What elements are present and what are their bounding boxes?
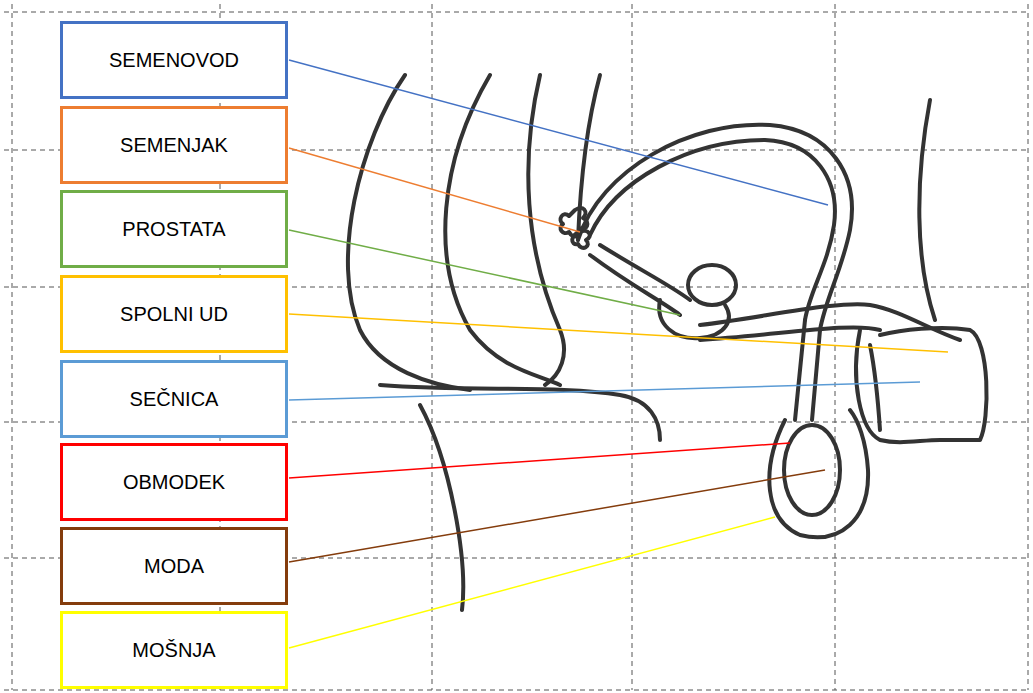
body-outline	[348, 75, 987, 610]
leader-line	[289, 517, 775, 648]
leader-line	[289, 382, 920, 400]
leader-lines	[289, 60, 948, 648]
part-label: OBMODEK	[123, 471, 225, 494]
label-box: MODA	[60, 527, 288, 605]
label-box: SPOLNI UD	[60, 275, 288, 353]
part-label: MOŠNJA	[132, 639, 215, 662]
label-box: OBMODEK	[60, 443, 288, 521]
grid	[4, 4, 1030, 690]
label-box: MOŠNJA	[60, 611, 288, 689]
label-box: PROSTATA	[60, 190, 288, 268]
leader-line	[289, 148, 580, 232]
leader-line	[289, 230, 680, 315]
label-box: SEČNICA	[60, 360, 288, 438]
leader-line	[289, 443, 790, 478]
part-label: SEMENOVOD	[109, 49, 239, 72]
label-box: SEMENJAK	[60, 106, 288, 184]
label-box: SEMENOVOD	[60, 21, 288, 99]
leader-line	[289, 60, 828, 205]
part-label: SPOLNI UD	[120, 303, 228, 326]
part-label: SEMENJAK	[120, 134, 228, 157]
part-label: PROSTATA	[122, 218, 225, 241]
leader-line	[289, 470, 825, 562]
part-label: SEČNICA	[130, 388, 219, 411]
part-label: MODA	[144, 555, 204, 578]
leader-line	[289, 314, 948, 352]
